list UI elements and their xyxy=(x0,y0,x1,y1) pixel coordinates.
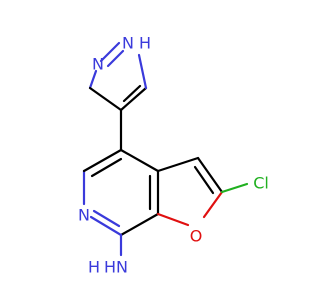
bond-c5-c4p xyxy=(82,148,123,173)
pyrazole-nitrogen-label: N xyxy=(92,55,104,74)
pyrazole-nh-nitrogen-label: N xyxy=(122,34,134,53)
molecule-structure: N N H N O Cl H H N xyxy=(78,34,269,277)
bond-n1-n2 xyxy=(99,41,121,63)
pyrazole-nh-hydrogen-label: H xyxy=(139,34,151,53)
atom-labels: N N H N O Cl H H N xyxy=(78,34,269,277)
bond-o-c7a xyxy=(156,212,190,227)
bond-c7-n6 xyxy=(89,215,123,237)
bonds xyxy=(82,41,249,257)
bond-c7a-c7 xyxy=(119,212,160,237)
amine-hydrogen-label-1: H xyxy=(88,258,100,277)
chlorine-label: Cl xyxy=(253,174,269,193)
bond-c-c4 xyxy=(88,86,123,112)
pyridine-nitrogen-label: N xyxy=(78,206,90,225)
amine-hydrogen-label-2: H xyxy=(104,258,116,277)
bond-c3a-c3 xyxy=(156,156,200,173)
bond-c4p-c3a xyxy=(119,148,160,173)
bond-n1-c xyxy=(88,69,98,90)
bond-c4-c5-double xyxy=(122,84,142,103)
bond-c7-n6-double xyxy=(92,209,121,228)
bond-c2-cl xyxy=(220,182,249,194)
bond-c5-c4p-double xyxy=(90,157,123,178)
bond-n1-n2-double xyxy=(106,49,125,68)
bond-c4-c5 xyxy=(119,86,148,112)
bond-c3-c2-double xyxy=(193,165,215,195)
amine-nitrogen-label: N xyxy=(116,258,128,277)
bond-c3-c2 xyxy=(196,156,224,194)
bond-c2-o xyxy=(202,190,224,219)
furan-oxygen-label: O xyxy=(190,227,203,246)
bond-c5-nh xyxy=(137,53,148,90)
